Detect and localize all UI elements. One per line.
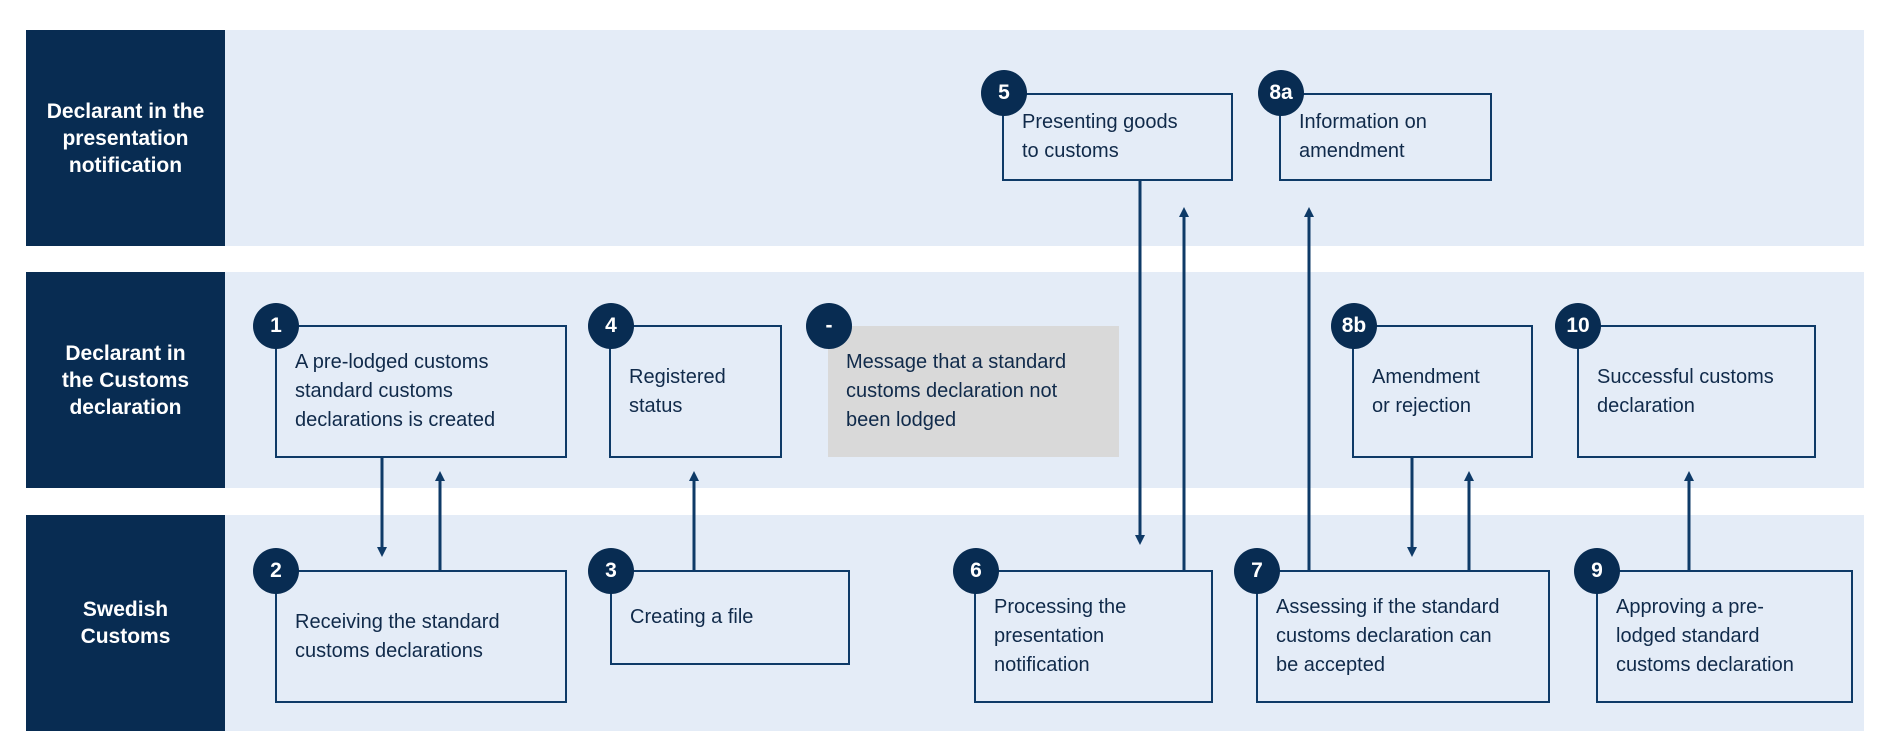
step-8a-badge: 8a: [1258, 70, 1304, 116]
step-5-badge: 5: [981, 70, 1027, 116]
step-2-badge: 2: [253, 548, 299, 594]
step-9-box: Approving a pre- lodged standard customs…: [1596, 570, 1853, 703]
step-7-badge: 7: [1234, 548, 1280, 594]
lane-header-swedish-customs: Swedish Customs: [26, 515, 225, 731]
step-8a-box: Information on amendment: [1279, 93, 1492, 181]
step-10-box: Successful customs declaration: [1577, 325, 1816, 458]
step-6-box: Processing the presentation notification: [974, 570, 1213, 703]
step-3-badge: 3: [588, 548, 634, 594]
message-not-lodged-box: Message that a standard customs declarat…: [828, 326, 1119, 457]
step-6-badge: 6: [953, 548, 999, 594]
step-8b-box: Amendment or rejection: [1352, 325, 1533, 458]
step-10-badge: 10: [1555, 303, 1601, 349]
step-1-badge: 1: [253, 303, 299, 349]
lane-header-presentation-declarant: Declarant in the presentation notificati…: [26, 30, 225, 246]
step-7-box: Assessing if the standard customs declar…: [1256, 570, 1550, 703]
step-3-box: Creating a file: [610, 570, 850, 665]
step-2-box: Receiving the standard customs declarati…: [275, 570, 567, 703]
step-8b-badge: 8b: [1331, 303, 1377, 349]
step-4-box: Registered status: [609, 325, 782, 458]
lane-presentation-declarant: [26, 30, 1864, 246]
lane-header-customs-declarant: Declarant in the Customs declaration: [26, 272, 225, 488]
step-4-badge: 4: [588, 303, 634, 349]
step-5-box: Presenting goods to customs: [1002, 93, 1233, 181]
step-1-box: A pre-lodged customs standard customs de…: [275, 325, 567, 458]
step-9-badge: 9: [1574, 548, 1620, 594]
message-badge: -: [806, 303, 852, 349]
